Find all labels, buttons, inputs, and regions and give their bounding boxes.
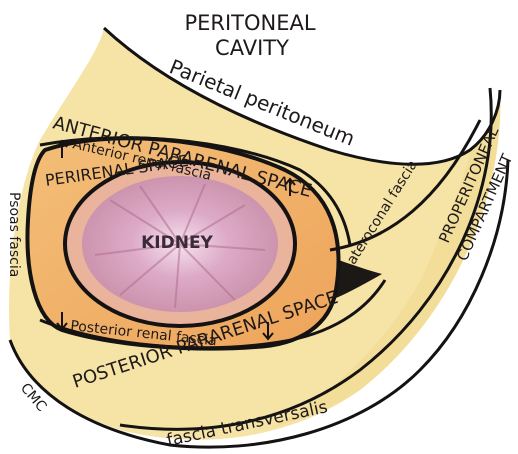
label-peritoneal-cavity-2: CAVITY: [215, 36, 289, 60]
label-psoas-fascia: Psoas fascia: [6, 192, 22, 277]
label-kidney: KIDNEY: [141, 233, 213, 253]
label-peritoneal-cavity-1: PERITONEAL: [184, 11, 315, 35]
